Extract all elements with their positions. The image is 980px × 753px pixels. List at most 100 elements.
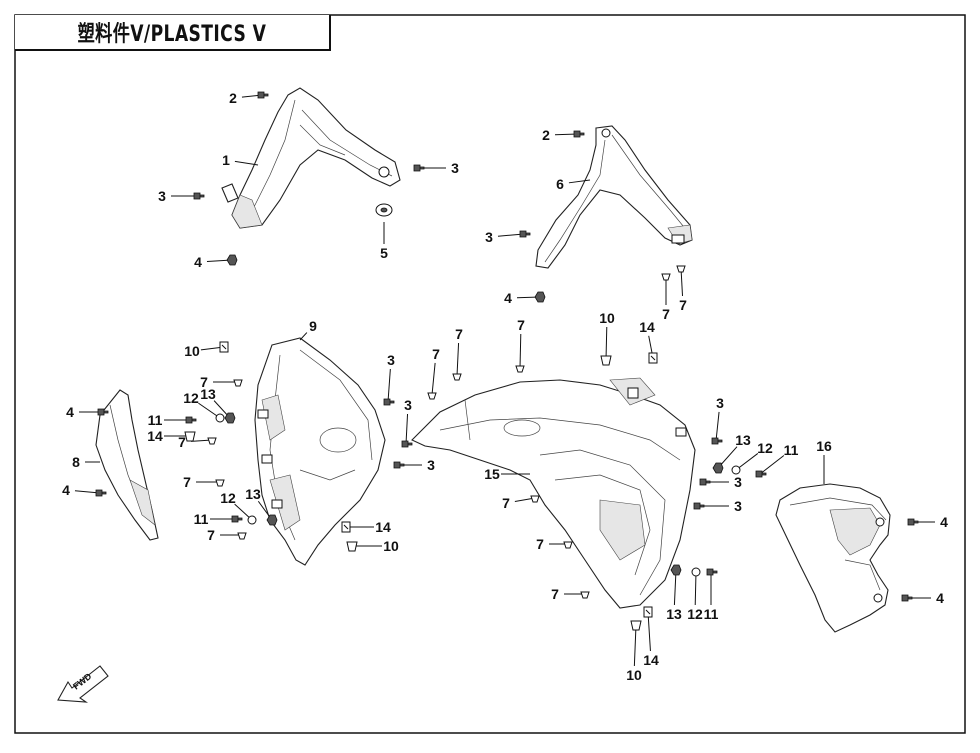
part-6-upper-right-panel xyxy=(535,125,693,269)
callout-label-3: 3 xyxy=(734,498,742,514)
callout-label-10: 10 xyxy=(599,310,615,326)
hardware-0 xyxy=(257,91,269,99)
callout-label-12: 12 xyxy=(183,390,199,406)
callout-label-7: 7 xyxy=(178,434,186,450)
callout-label-3: 3 xyxy=(158,188,166,204)
part-15-center-main-panel xyxy=(411,377,696,609)
hardware-3 xyxy=(413,164,425,172)
hardware-35 xyxy=(515,365,525,373)
hardware-26 xyxy=(231,515,243,523)
leader-line-20 xyxy=(387,368,391,403)
callout-label-3: 3 xyxy=(387,352,395,368)
leader-line-38 xyxy=(715,411,720,442)
leader-line-33 xyxy=(431,362,436,396)
callout-label-11: 11 xyxy=(148,412,163,428)
diagram-title-box: 塑料件Ⅴ/PLASTICS Ⅴ xyxy=(15,15,331,51)
hardware-34 xyxy=(452,373,462,381)
leader-line-52 xyxy=(647,611,651,652)
hardware-6 xyxy=(573,130,585,138)
hardware-40 xyxy=(530,495,540,503)
hardware-23 xyxy=(215,479,225,487)
part-1-upper-left-panel xyxy=(221,87,401,229)
hardware-25 xyxy=(266,514,278,526)
callout-label-6: 6 xyxy=(556,176,564,192)
callout-label-2: 2 xyxy=(229,90,237,106)
hardware-9 xyxy=(534,291,546,303)
hardware-38 xyxy=(711,437,723,445)
callout-label-14: 14 xyxy=(375,519,391,535)
callout-label-4: 4 xyxy=(936,590,944,606)
hardware-10 xyxy=(661,273,671,281)
callout-label-7: 7 xyxy=(200,374,208,390)
callout-label-7: 7 xyxy=(207,527,215,543)
callout-label-10: 10 xyxy=(184,343,200,359)
hardware-28 xyxy=(341,521,351,533)
part-5-grommet xyxy=(375,203,393,217)
callout-label-13: 13 xyxy=(245,486,261,502)
hardware-27 xyxy=(237,532,247,540)
hardware-11 xyxy=(676,265,686,273)
callout-label-15: 15 xyxy=(484,466,500,482)
hardware-54 xyxy=(907,518,919,526)
callout-label-13: 13 xyxy=(735,432,751,448)
callout-label-16: 16 xyxy=(816,438,832,454)
callout-label-3: 3 xyxy=(716,395,724,411)
hardware-19 xyxy=(207,437,217,445)
hardware-55 xyxy=(901,594,913,602)
leader-line-44 xyxy=(735,453,759,471)
hardware-14 xyxy=(233,379,243,387)
hardware-49 xyxy=(691,567,701,577)
hardware-30 xyxy=(97,408,109,416)
callout-label-9: 9 xyxy=(309,318,317,334)
hardware-47 xyxy=(693,502,705,510)
callout-label-3: 3 xyxy=(451,160,459,176)
hardware-44 xyxy=(731,465,741,475)
callout-label-4: 4 xyxy=(66,404,74,420)
callout-label-7: 7 xyxy=(679,297,687,313)
callout-label-7: 7 xyxy=(551,586,559,602)
callout-label-3: 3 xyxy=(734,474,742,490)
callout-label-5: 5 xyxy=(380,245,388,261)
hardware-42 xyxy=(580,591,590,599)
callout-label-3: 3 xyxy=(485,229,493,245)
hardware-20 xyxy=(383,398,395,406)
callout-label-11: 11 xyxy=(194,511,209,527)
hardware-29 xyxy=(346,541,358,552)
leader-line-51 xyxy=(633,624,637,667)
callout-label-12: 12 xyxy=(687,606,703,622)
part-8-left-side-trim xyxy=(95,389,159,541)
hardware-22 xyxy=(393,461,405,469)
leader-line-45 xyxy=(759,455,785,475)
callout-label-2: 2 xyxy=(542,127,550,143)
hardware-18 xyxy=(184,431,196,442)
callout-label-4: 4 xyxy=(504,290,512,306)
callout-label-11: 11 xyxy=(704,606,719,622)
hardware-43 xyxy=(712,462,724,474)
callout-label-7: 7 xyxy=(502,495,510,511)
callout-label-12: 12 xyxy=(220,490,236,506)
hardware-16 xyxy=(215,413,225,423)
fwd-arrow: FWD xyxy=(57,665,109,703)
leader-line-21 xyxy=(405,413,409,445)
leader-line-1 xyxy=(234,160,259,166)
hardware-48 xyxy=(670,564,682,576)
callout-label-12: 12 xyxy=(757,440,773,456)
callout-label-7: 7 xyxy=(455,326,463,342)
leader-line-12 xyxy=(299,332,308,341)
callout-label-4: 4 xyxy=(62,482,70,498)
callout-label-7: 7 xyxy=(432,346,440,362)
hardware-8 xyxy=(519,230,531,238)
hardware-21 xyxy=(401,440,413,448)
callout-label-7: 7 xyxy=(183,474,191,490)
diagram-title: 塑料件Ⅴ/PLASTICS Ⅴ xyxy=(77,22,267,47)
callout-label-13: 13 xyxy=(200,386,216,402)
hardware-13 xyxy=(219,341,229,353)
leader-line-49 xyxy=(694,571,697,606)
callout-label-3: 3 xyxy=(427,457,435,473)
part-16-right-end-cover xyxy=(775,483,891,633)
hardware-24 xyxy=(247,515,257,525)
hardware-45 xyxy=(755,470,767,478)
